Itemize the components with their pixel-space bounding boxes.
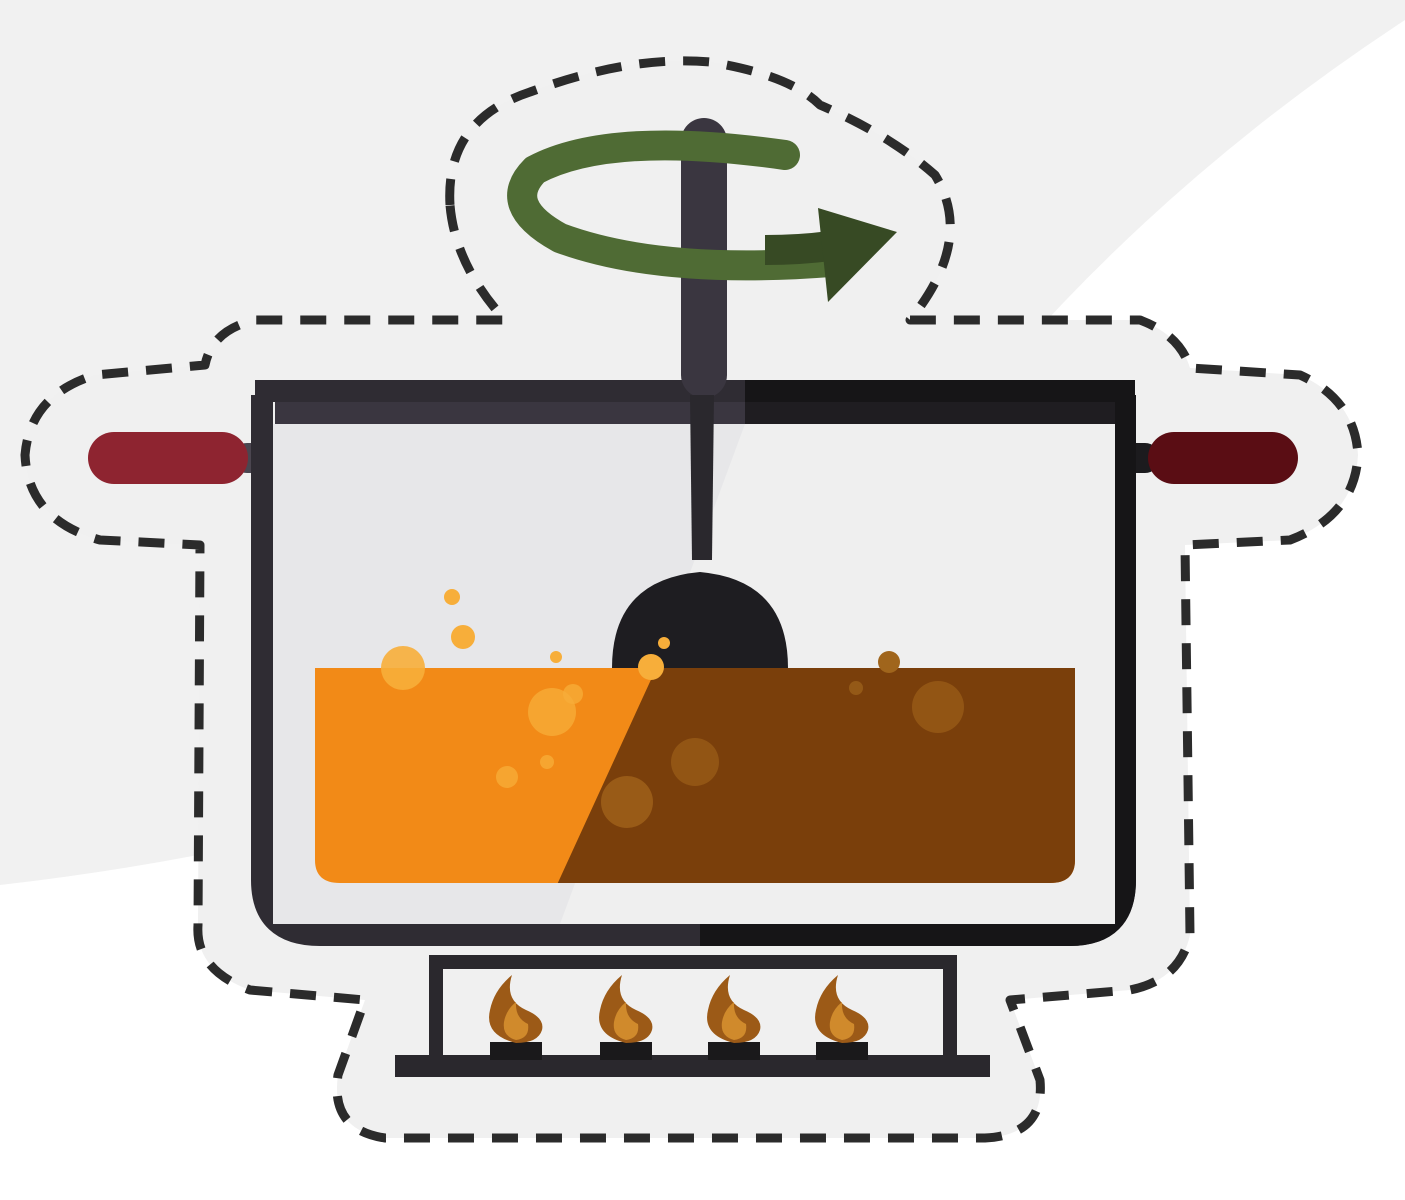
bubbles (381, 589, 964, 828)
burner-icon (395, 955, 990, 1077)
flame-icon-4 (815, 975, 869, 1043)
flame-icon-2 (599, 975, 653, 1043)
liquid-soup (315, 668, 1075, 883)
stir-arrow-icon (507, 130, 897, 302)
spoon-icon (612, 118, 788, 668)
flame-icon-1 (489, 975, 543, 1043)
flame-icon-3 (707, 975, 761, 1043)
